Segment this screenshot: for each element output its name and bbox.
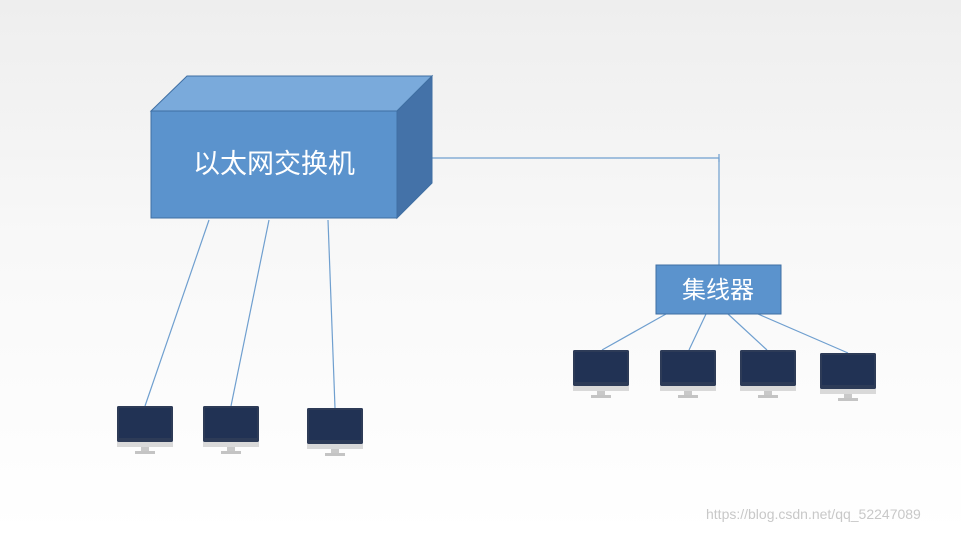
monitor-neck — [764, 391, 772, 395]
computer-icon — [820, 353, 876, 401]
watermark: https://blog.csdn.net/qq_52247089 — [706, 506, 921, 522]
hub-box — [655, 264, 782, 315]
monitor-screen — [662, 352, 714, 382]
monitor-screen — [742, 352, 794, 382]
monitor-chin — [660, 386, 716, 391]
monitor-neck — [331, 449, 339, 453]
hub-link-pc-6 — [727, 313, 768, 351]
monitor-screen — [205, 408, 257, 438]
monitor-base — [591, 395, 611, 398]
ethernet-switch: 以太网交换机 — [149, 74, 434, 220]
monitor-neck — [684, 391, 692, 395]
computer-icon — [740, 350, 796, 398]
computer-icon — [117, 406, 173, 454]
computer-icon — [307, 408, 363, 456]
computers — [117, 350, 876, 456]
switch-link-pc-2 — [230, 219, 270, 407]
computer-icon — [573, 350, 629, 398]
monitor-chin — [740, 386, 796, 391]
monitor-neck — [844, 394, 852, 398]
monitor-chin — [573, 386, 629, 391]
monitor-screen — [309, 410, 361, 440]
hub-label: 集线器 — [682, 276, 754, 304]
hub-link-pc-5 — [688, 313, 707, 351]
monitor-base — [758, 395, 778, 398]
switch-hub-uplink — [432, 157, 720, 265]
switch-label: 以太网交换机 — [193, 149, 355, 180]
monitor-neck — [141, 447, 149, 451]
monitor-base — [838, 398, 858, 401]
monitor-base — [678, 395, 698, 398]
monitor-chin — [203, 442, 259, 447]
switch-link-pc-3 — [327, 219, 336, 409]
monitor-chin — [307, 444, 363, 449]
monitor-screen — [119, 408, 171, 438]
monitor-neck — [597, 391, 605, 395]
monitor-screen — [822, 355, 874, 385]
computer-icon — [203, 406, 259, 454]
monitor-base — [221, 451, 241, 454]
computer-icon — [660, 350, 716, 398]
monitor-neck — [227, 447, 235, 451]
hub: 集线器 — [655, 264, 782, 315]
monitor-base — [135, 451, 155, 454]
monitor-base — [325, 453, 345, 456]
monitor-chin — [820, 389, 876, 394]
hub-link-pc-7 — [757, 313, 849, 354]
switch-box-front — [150, 110, 398, 219]
monitor-chin — [117, 442, 173, 447]
hub-link-pc-4 — [601, 313, 667, 351]
switch-box-top — [149, 75, 434, 112]
monitor-screen — [575, 352, 627, 382]
switch-link-pc-1 — [144, 219, 210, 407]
